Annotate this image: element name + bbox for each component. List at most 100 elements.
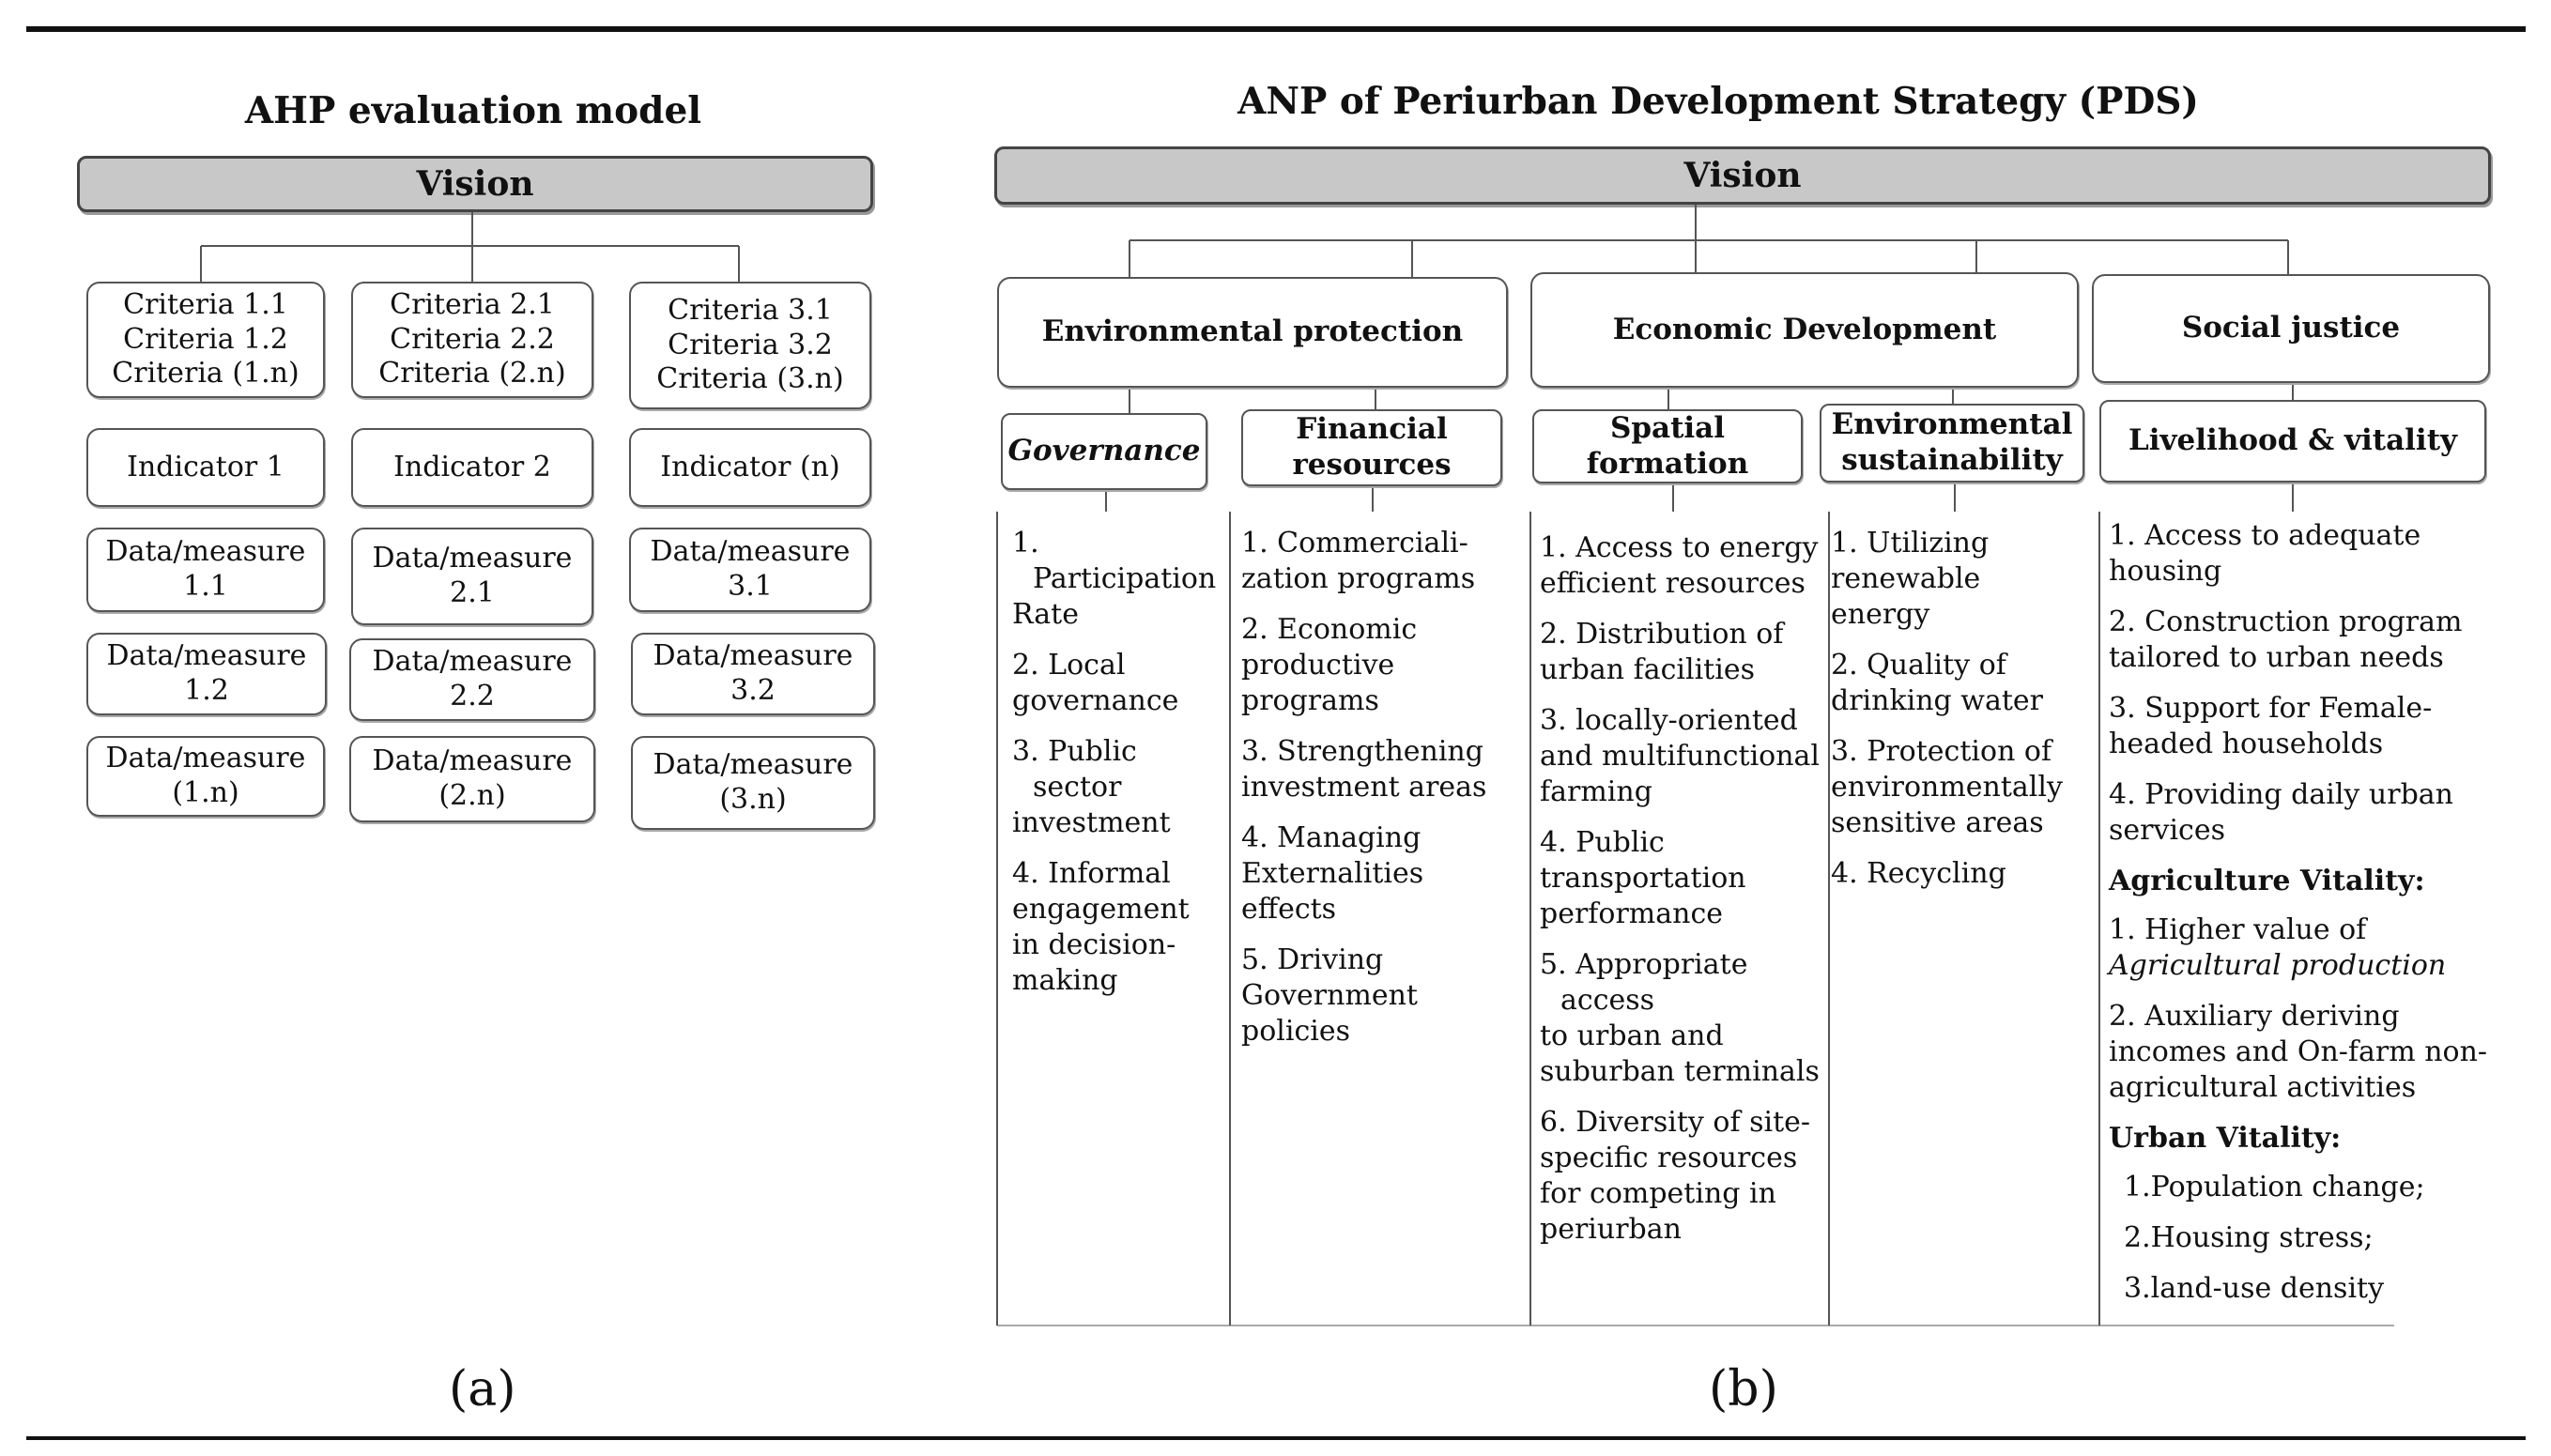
item-line: Externalities [1241, 857, 1424, 890]
list-item: 5. Driving Government policies [1241, 943, 1529, 1050]
goal-economic-development: Economic Development [1530, 272, 2079, 388]
urban-vitality-heading: Urban Vitality: [2109, 1122, 2342, 1155]
anp-vision-box: Vision [994, 146, 2491, 205]
subcriteria-label: Governance [1007, 434, 1201, 468]
item-line: effects [1241, 893, 1337, 926]
item-line: suburban terminals [1540, 1055, 1820, 1088]
item-line: headed households [2109, 728, 2384, 760]
item-line: in decision- [1012, 928, 1176, 961]
ahp-criteria-box-3: Criteria 3.1 Criteria 3.2 Criteria (3.n) [629, 282, 871, 409]
item-line: investment areas [1241, 771, 1487, 804]
item-line: 4. Managing [1241, 821, 1421, 854]
ahp-data-box-1-1: Data/measure 1.1 [86, 528, 325, 612]
subcriteria-spatial-formation: Spatial formation [1532, 409, 1803, 483]
item-line: making [1012, 964, 1118, 997]
item-line: transportation [1540, 862, 1746, 895]
livelihood-column: 1. Access to adequate housing 2. Constru… [2109, 518, 2503, 1322]
data-label: 2.2 [450, 680, 495, 713]
item-line: 2. Economic [1241, 613, 1418, 646]
item-line: 1. Higher value of [2109, 913, 2367, 946]
list-item: 1. Commerciali- zation programs [1241, 526, 1529, 597]
item-line: 5. Driving [1241, 943, 1384, 976]
item-line: productive [1241, 649, 1395, 682]
list-item: 1.Population change; [2124, 1171, 2425, 1203]
list-item: 3. Support for Female- headed households [2109, 691, 2503, 762]
goal-social-justice: Social justice [2092, 274, 2490, 383]
data-label: Data/measure [105, 535, 306, 569]
subcriteria-label: Financial [1296, 412, 1448, 447]
item-line: renewable [1831, 562, 1981, 595]
list-item: 3. Public sector investment [1012, 734, 1228, 841]
list-item: 2. Economic productive programs [1241, 612, 1529, 719]
list-item: 3. Strengthening investment areas [1241, 734, 1529, 805]
list-item: 4. Recycling [1831, 856, 2103, 892]
item-line: housing [2109, 555, 2222, 588]
ahp-connectors [200, 212, 740, 282]
item-line: 5. Appropriate access [1540, 948, 1748, 1017]
goal-label: Environmental protection [1041, 314, 1464, 349]
goal-label: Economic Development [1612, 312, 1997, 346]
item-line: agricultural activities [2109, 1071, 2417, 1104]
data-label: 1.1 [183, 570, 228, 603]
criteria-label: Criteria 1.1 [123, 288, 288, 322]
subcriteria-governance: Governance [1001, 413, 1207, 490]
data-label: Data/measure [106, 639, 307, 673]
anp-title: ANP of Periurban Development Strategy (P… [1237, 80, 2199, 123]
item-line: 3. Public sector [1012, 735, 1137, 804]
data-label: 1.2 [184, 674, 229, 707]
data-label: Data/measure [372, 645, 573, 679]
list-item: 3. Protection of environmentally sensiti… [1831, 734, 2103, 841]
ahp-indicator-box-1: Indicator 1 [86, 428, 325, 507]
data-label: Data/measure [372, 744, 573, 778]
ahp-data-box-3-2: Data/measure 3.2 [631, 633, 875, 715]
item-line: 3. Support for Female- [2109, 692, 2433, 725]
list-item: 5. Appropriate access to urban and subur… [1540, 947, 1833, 1090]
list-item: 1. Participation Rate [1012, 526, 1228, 633]
subcriteria-environmental-sustainability: Environmental sustainability [1820, 404, 2084, 483]
item-line: investment [1012, 806, 1171, 839]
list-item: 2.Housing stress; [2124, 1221, 2374, 1254]
data-label: (2.n) [438, 779, 506, 812]
criteria-label: Criteria (3.n) [656, 362, 844, 396]
caption-a: (a) [449, 1361, 516, 1418]
item-line: 3. locally-oriented [1540, 704, 1798, 737]
item-line: 3. Strengthening [1241, 735, 1483, 768]
item-line: Agricultural production [2109, 949, 2447, 982]
item-line: incomes and On-farm non- [2109, 1035, 2488, 1068]
list-item: 1. Access to adequate housing [2109, 518, 2503, 590]
item-line: farming [1540, 775, 1652, 808]
data-label: Data/measure [650, 535, 851, 569]
subcriteria-label: Spatial [1609, 410, 1726, 445]
governance-column: 1. Participation Rate 2. Local governanc… [1012, 526, 1228, 1014]
list-item: 4. Providing daily urban services [2109, 777, 2503, 849]
criteria-label: Criteria (2.n) [378, 357, 566, 391]
list-item: 4. Managing Externalities effects [1241, 820, 1529, 927]
item-line: governance [1012, 684, 1179, 717]
item-line: periurban [1540, 1213, 1682, 1246]
ahp-vision-box: Vision [77, 156, 873, 212]
ahp-data-box-2-1: Data/measure 2.1 [351, 528, 593, 625]
item-line: 2. Construction program [2109, 605, 2463, 638]
item-line: for competing in [1540, 1177, 1776, 1210]
item-line: 1. Utilizing [1831, 527, 1990, 559]
item-line: zation programs [1241, 562, 1476, 595]
subcriteria-livelihood-vitality: Livelihood & vitality [2099, 400, 2486, 483]
item-line: sensitive areas [1831, 806, 2044, 839]
item-line: 2. Auxiliary deriving [2109, 1000, 2400, 1033]
data-label: (1.n) [172, 776, 239, 809]
ahp-data-box-3-1: Data/measure 3.1 [629, 528, 871, 612]
item-line: Government [1241, 979, 1418, 1012]
data-label: 3.1 [728, 570, 773, 603]
item-line: 1. Access to energy [1540, 531, 1819, 564]
list-item: 6. Diversity of site- specific resources… [1540, 1105, 1833, 1248]
item-line: drinking water [1831, 684, 2044, 717]
indicator-label: Indicator (n) [660, 450, 840, 483]
item-line: 1. Commerciali- [1241, 527, 1468, 559]
item-line: 4. Informal [1012, 857, 1171, 890]
spatial-column: 1. Access to energy efficient resources … [1540, 530, 1833, 1263]
goal-environmental-protection: Environmental protection [997, 277, 1508, 388]
item-line: specific resources [1540, 1142, 1798, 1174]
item-line: 3. Protection of [1831, 735, 2052, 768]
list-item: 2. Distribution of urban facilities [1540, 617, 1833, 688]
ahp-indicator-box-2: Indicator 2 [351, 428, 593, 507]
